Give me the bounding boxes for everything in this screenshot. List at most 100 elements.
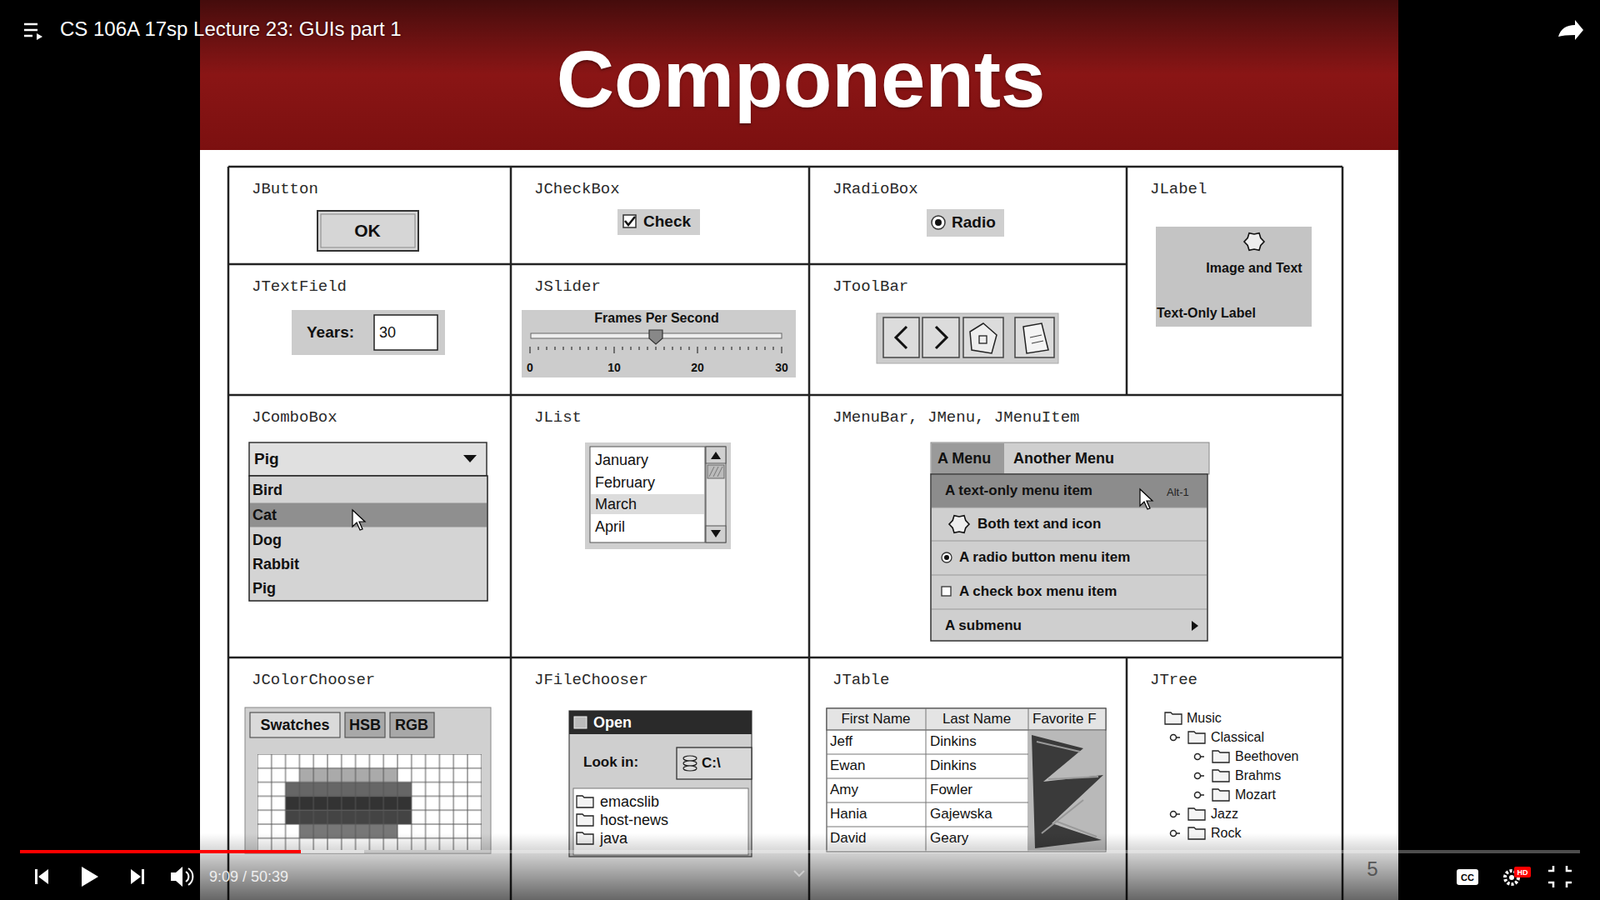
tree-widget-part xyxy=(1195,754,1205,760)
widget-text: java xyxy=(600,830,628,848)
checkbox-widget-part xyxy=(617,209,700,235)
table-widget-part xyxy=(1036,741,1099,837)
component-name: JTree xyxy=(1150,670,1198,690)
colorchooser-widget-part xyxy=(250,712,340,738)
component-name: JMenuBar, JMenu, JMenuItem xyxy=(832,408,1080,427)
component-cell: JCheckBoxCheck xyxy=(510,166,810,265)
tree-widget-part xyxy=(1212,750,1230,763)
list-widget-part xyxy=(705,446,726,543)
tree-widget-part xyxy=(1170,811,1181,818)
toolbar-widget-part xyxy=(876,313,1059,364)
widget-text: First Name xyxy=(840,710,910,728)
filechooser-widget-part xyxy=(574,716,587,729)
table-widget-part xyxy=(1029,730,1105,851)
menu-widget-part xyxy=(931,443,1005,474)
component-cell: JToolBar xyxy=(809,264,1127,395)
widget-text: A radio button menu item xyxy=(959,549,1130,566)
radio-widget-part xyxy=(931,215,945,230)
widget-text: Frames Per Second xyxy=(594,310,719,326)
tree-widget: MusicClassicalBeethovenBrahmsMozartJazzR… xyxy=(1163,710,1306,845)
widget-text: OK xyxy=(354,220,381,241)
tree-widget-part xyxy=(1188,808,1205,820)
widget-text: A Menu xyxy=(937,450,991,468)
checkbox-widget xyxy=(617,209,700,235)
widget-text: Jeff xyxy=(830,733,853,750)
checkbox-widget: Check xyxy=(617,209,700,235)
widget-text: Pig xyxy=(252,580,276,598)
toolbar-widget-part xyxy=(895,326,907,349)
player-controls-part xyxy=(81,866,99,887)
menu-widget-part xyxy=(941,586,951,596)
cc-badge: CC xyxy=(1460,872,1475,883)
widget-text: 0 xyxy=(526,360,534,375)
widget-text: Fowler xyxy=(930,781,973,799)
list-widget-part xyxy=(590,494,705,515)
component-grid-part xyxy=(228,263,1127,266)
combobox-widget-part xyxy=(250,503,487,528)
player-controls-part xyxy=(20,850,365,854)
filechooser-widget-part xyxy=(576,795,594,808)
component-grid-part xyxy=(227,166,230,900)
component-cell: JTextFieldYears:30 xyxy=(228,264,511,395)
component-grid-part xyxy=(228,165,1343,169)
time-display: 9:09 / 50:39 xyxy=(209,868,289,886)
combobox-widget-part xyxy=(463,455,477,463)
colorchooser-widget-part xyxy=(390,712,435,738)
menu-widget-part xyxy=(930,442,1210,475)
player-controls-part xyxy=(1548,865,1572,888)
widget-text: RGB xyxy=(395,716,429,735)
toolbar-widget-part xyxy=(970,323,997,354)
component-cell: JTableFirst NameLast NameFavorite FJeffD… xyxy=(809,657,1127,900)
toolbar-widget-part xyxy=(883,317,920,358)
widget-text: Rabbit xyxy=(252,555,300,574)
widget-text: A check box menu item xyxy=(959,583,1117,600)
player-controls-part xyxy=(141,869,145,885)
component-name: JComboBox xyxy=(251,408,338,427)
component-name: JList xyxy=(534,408,582,427)
widget-text: 30 xyxy=(775,360,789,375)
widget-text: Beethoven xyxy=(1235,749,1300,765)
button-widget xyxy=(317,210,419,251)
slider-widget: Frames Per Second0102030 xyxy=(521,310,796,378)
component-cell: JMenuBar, JMenu, JMenuItemA MenuAnother … xyxy=(809,395,1343,658)
tree-widget-part xyxy=(1188,731,1205,744)
label-widget-part xyxy=(1244,233,1265,251)
component-cell: JFileChooserOpenLook in:C:\emacslibhost-… xyxy=(510,657,810,900)
widget-text: David xyxy=(830,830,866,847)
widget-text: Alt-1 xyxy=(1166,485,1190,499)
toolbar-widget-part xyxy=(1030,335,1044,344)
list-widget: JanuaryFebruaryMarchApril xyxy=(590,446,705,543)
menu-widget-part xyxy=(931,475,1207,508)
table-widget-part xyxy=(826,708,1106,730)
widget-text: C:\ xyxy=(701,755,721,772)
list-widget-part xyxy=(585,442,731,550)
widget-text: Music xyxy=(1186,710,1222,726)
widget-text: Amy xyxy=(830,781,859,799)
widget-text: Favorite F xyxy=(1032,710,1097,728)
component-name: JRadioBox xyxy=(832,180,919,199)
component-cell: JSliderFrames Per Second0102030 xyxy=(510,264,810,395)
textfield-widget-part xyxy=(291,310,445,355)
widget-text: Rock xyxy=(1210,825,1241,841)
widget-text: 10 xyxy=(607,360,621,375)
component-grid-part xyxy=(228,656,1343,660)
component-cell: JListJanuaryFebruaryMarchApril xyxy=(510,395,810,658)
list-widget-part xyxy=(709,466,723,477)
widget-text: Dinkins xyxy=(930,733,977,750)
toolbar-widget-part xyxy=(922,317,960,358)
widget-text: February xyxy=(595,474,655,492)
component-cell: JRadioBoxRadio xyxy=(809,166,1127,265)
combobox-widget-part xyxy=(249,475,488,601)
player-controls-part xyxy=(24,24,38,36)
button-widget-part xyxy=(320,214,415,248)
list-widget-part xyxy=(710,530,721,538)
video-title: CS 106A 17sp Lecture 23: GUIs part 1 xyxy=(60,17,402,41)
widget-text: Swatches xyxy=(260,716,330,735)
widget-text: March xyxy=(595,495,637,514)
widget-text: Ewan xyxy=(830,757,866,775)
component-name: JColorChooser xyxy=(251,670,375,690)
textfield-widget-part xyxy=(374,315,438,350)
toolbar-widget-part xyxy=(963,317,1004,358)
filechooser-widget-part xyxy=(676,747,752,780)
